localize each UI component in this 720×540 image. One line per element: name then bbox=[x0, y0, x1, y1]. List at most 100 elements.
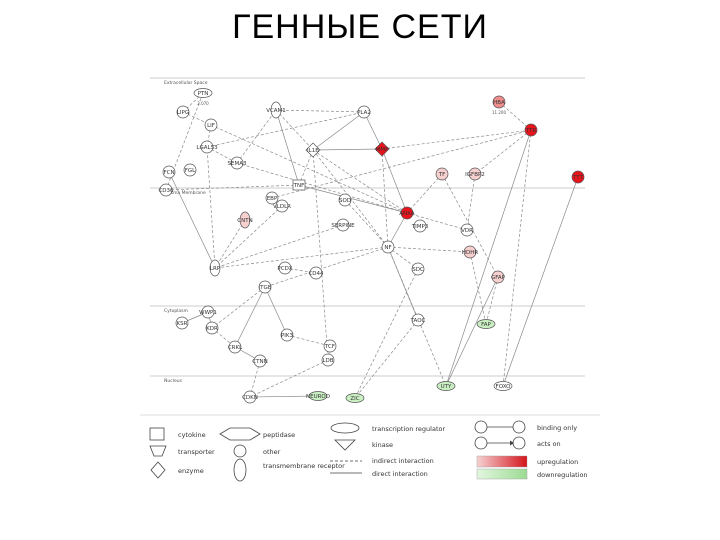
node-itgb: ITGB bbox=[258, 280, 272, 294]
node-sema3-shape bbox=[230, 156, 244, 170]
edge-sema3-vcam1 bbox=[236, 109, 277, 164]
node-vcam1-label: VCAM1 bbox=[266, 108, 286, 114]
node-taoc-shape bbox=[411, 313, 425, 327]
edge-vcam1-pla2 bbox=[275, 109, 365, 113]
node-fgl-label: FGL bbox=[185, 168, 196, 174]
node-fap-label: FAP bbox=[481, 322, 491, 328]
node-ldb-label: LDB bbox=[322, 358, 333, 364]
network-edges bbox=[165, 92, 579, 399]
node-sdc: SDC bbox=[411, 262, 425, 276]
node-anxa-shape bbox=[400, 206, 414, 220]
legend-upregulation-swatch bbox=[476, 455, 528, 468]
node-pla2-shape bbox=[357, 105, 371, 119]
node-lipg-label: LIPG bbox=[177, 110, 189, 116]
edge-nf-sod bbox=[344, 199, 389, 248]
legend-acts-on-label: acts on bbox=[537, 440, 561, 448]
edge-mmp-nf bbox=[381, 148, 389, 248]
node-ptn-value: 2.070 bbox=[197, 101, 209, 106]
node-zic-shape bbox=[345, 393, 365, 403]
legend-other-label: other bbox=[263, 448, 281, 456]
node-serpine-shape bbox=[336, 218, 350, 232]
node-taoc-label: TAOC bbox=[410, 318, 426, 324]
node-lif: LIF bbox=[204, 118, 218, 132]
edge-tnf-anxa bbox=[298, 184, 408, 214]
node-uty-label: UTY bbox=[441, 384, 452, 390]
edge-tf-gfap bbox=[441, 173, 499, 278]
node-uty-shape bbox=[436, 381, 456, 391]
legend-transcription-label: transcription regulator bbox=[372, 425, 445, 433]
node-uty: UTY bbox=[436, 381, 456, 391]
node-mmp-shape bbox=[374, 141, 390, 157]
node-pik3: PIK3 bbox=[280, 328, 294, 342]
node-pik3-shape bbox=[280, 328, 294, 342]
node-ttr-shape bbox=[524, 123, 538, 137]
zone-label-extracellular: Extracellular Space bbox=[164, 80, 208, 86]
node-itgb-label: ITGB bbox=[258, 285, 271, 291]
legend-enzyme-shape bbox=[150, 461, 166, 479]
edge-mmp-anxa bbox=[381, 148, 408, 214]
node-pik3-label: PIK3 bbox=[281, 333, 294, 339]
edge-anxa-nf bbox=[387, 212, 408, 248]
edge-gfap-fap bbox=[485, 276, 499, 325]
node-wwp1-label: WWP1 bbox=[199, 310, 217, 316]
node-pcdx-label: PCDX bbox=[277, 266, 292, 272]
zone-label-cytoplasm: Cytoplasm bbox=[164, 308, 188, 314]
node-lrp-label: LRP bbox=[210, 266, 221, 272]
node-cd44: CD44 bbox=[308, 266, 324, 280]
node-hdhr: HDHR bbox=[462, 245, 478, 259]
node-ttr-label: TTR bbox=[525, 128, 537, 134]
node-ksr-shape bbox=[175, 316, 189, 330]
edge-ttr-igfbp2 bbox=[474, 129, 532, 175]
node-sod-label: SOD bbox=[339, 198, 351, 204]
node-wwp1-shape bbox=[201, 305, 215, 319]
node-tcf-shape bbox=[323, 339, 337, 353]
node-gfap-shape bbox=[491, 270, 505, 284]
edge-il1b-mmp bbox=[312, 148, 383, 151]
edge-nf-taoc bbox=[387, 246, 419, 321]
node-foxo: FOXO bbox=[493, 381, 513, 391]
legend-cytokine-shape bbox=[149, 427, 165, 441]
node-vldlr: VLDLR bbox=[273, 199, 291, 213]
node-crkl-shape bbox=[228, 340, 242, 354]
node-tf: TF bbox=[435, 167, 449, 181]
node-vldlr-label: VLDLR bbox=[273, 204, 291, 210]
edge-lif-anxa bbox=[210, 124, 408, 214]
page-title: ГЕННЫЕ СЕТИ bbox=[232, 8, 488, 46]
node-ebp-label: EBP bbox=[267, 196, 278, 202]
node-tf-label: TF bbox=[438, 172, 446, 178]
node-fap-shape bbox=[476, 319, 496, 329]
edge-taoc-zic bbox=[354, 319, 419, 399]
node-foxo-label: FOXO bbox=[496, 384, 512, 390]
node-fap: FAP bbox=[476, 319, 496, 329]
node-foxo-shape bbox=[493, 381, 513, 391]
legend-binding-label: binding only bbox=[537, 424, 577, 432]
node-ctnn: CTNN bbox=[252, 354, 268, 368]
node-il1b-shape bbox=[305, 142, 321, 158]
node-zic-label: ZIC bbox=[350, 396, 359, 402]
node-hba-label: HBA bbox=[493, 100, 505, 106]
node-lgals3-label: LGALS3 bbox=[196, 145, 218, 151]
node-anxa-label: ANXA bbox=[399, 211, 415, 217]
edge-nf-hdhr bbox=[387, 246, 471, 253]
edge-serpine-lrp bbox=[214, 224, 344, 269]
node-sema3-label: SEMA3 bbox=[228, 161, 247, 167]
legend-cytokine-label: cytokine bbox=[178, 431, 206, 439]
node-vdr-label: VDR bbox=[461, 228, 473, 234]
edge-vldlr-lrp bbox=[214, 205, 283, 269]
node-ctnn-shape bbox=[253, 354, 267, 368]
edge-nf-itgb bbox=[264, 246, 389, 288]
node-pla2-label: PLA2 bbox=[357, 110, 371, 116]
node-fcn-label: FCN bbox=[163, 170, 174, 176]
node-kdr-shape bbox=[205, 321, 219, 335]
legend-direct-label: direct interaction bbox=[372, 470, 428, 478]
node-vdr: VDR bbox=[460, 223, 474, 237]
node-timp3-shape bbox=[413, 219, 427, 233]
legend-transporter-label: transporter bbox=[178, 448, 215, 456]
node-ctnn-label: CTNN bbox=[252, 359, 267, 365]
node-hba-value: 11.200 bbox=[492, 110, 506, 115]
edge-lrp-lgals3 bbox=[206, 146, 216, 269]
node-il1b-label: IL1B bbox=[307, 148, 319, 154]
